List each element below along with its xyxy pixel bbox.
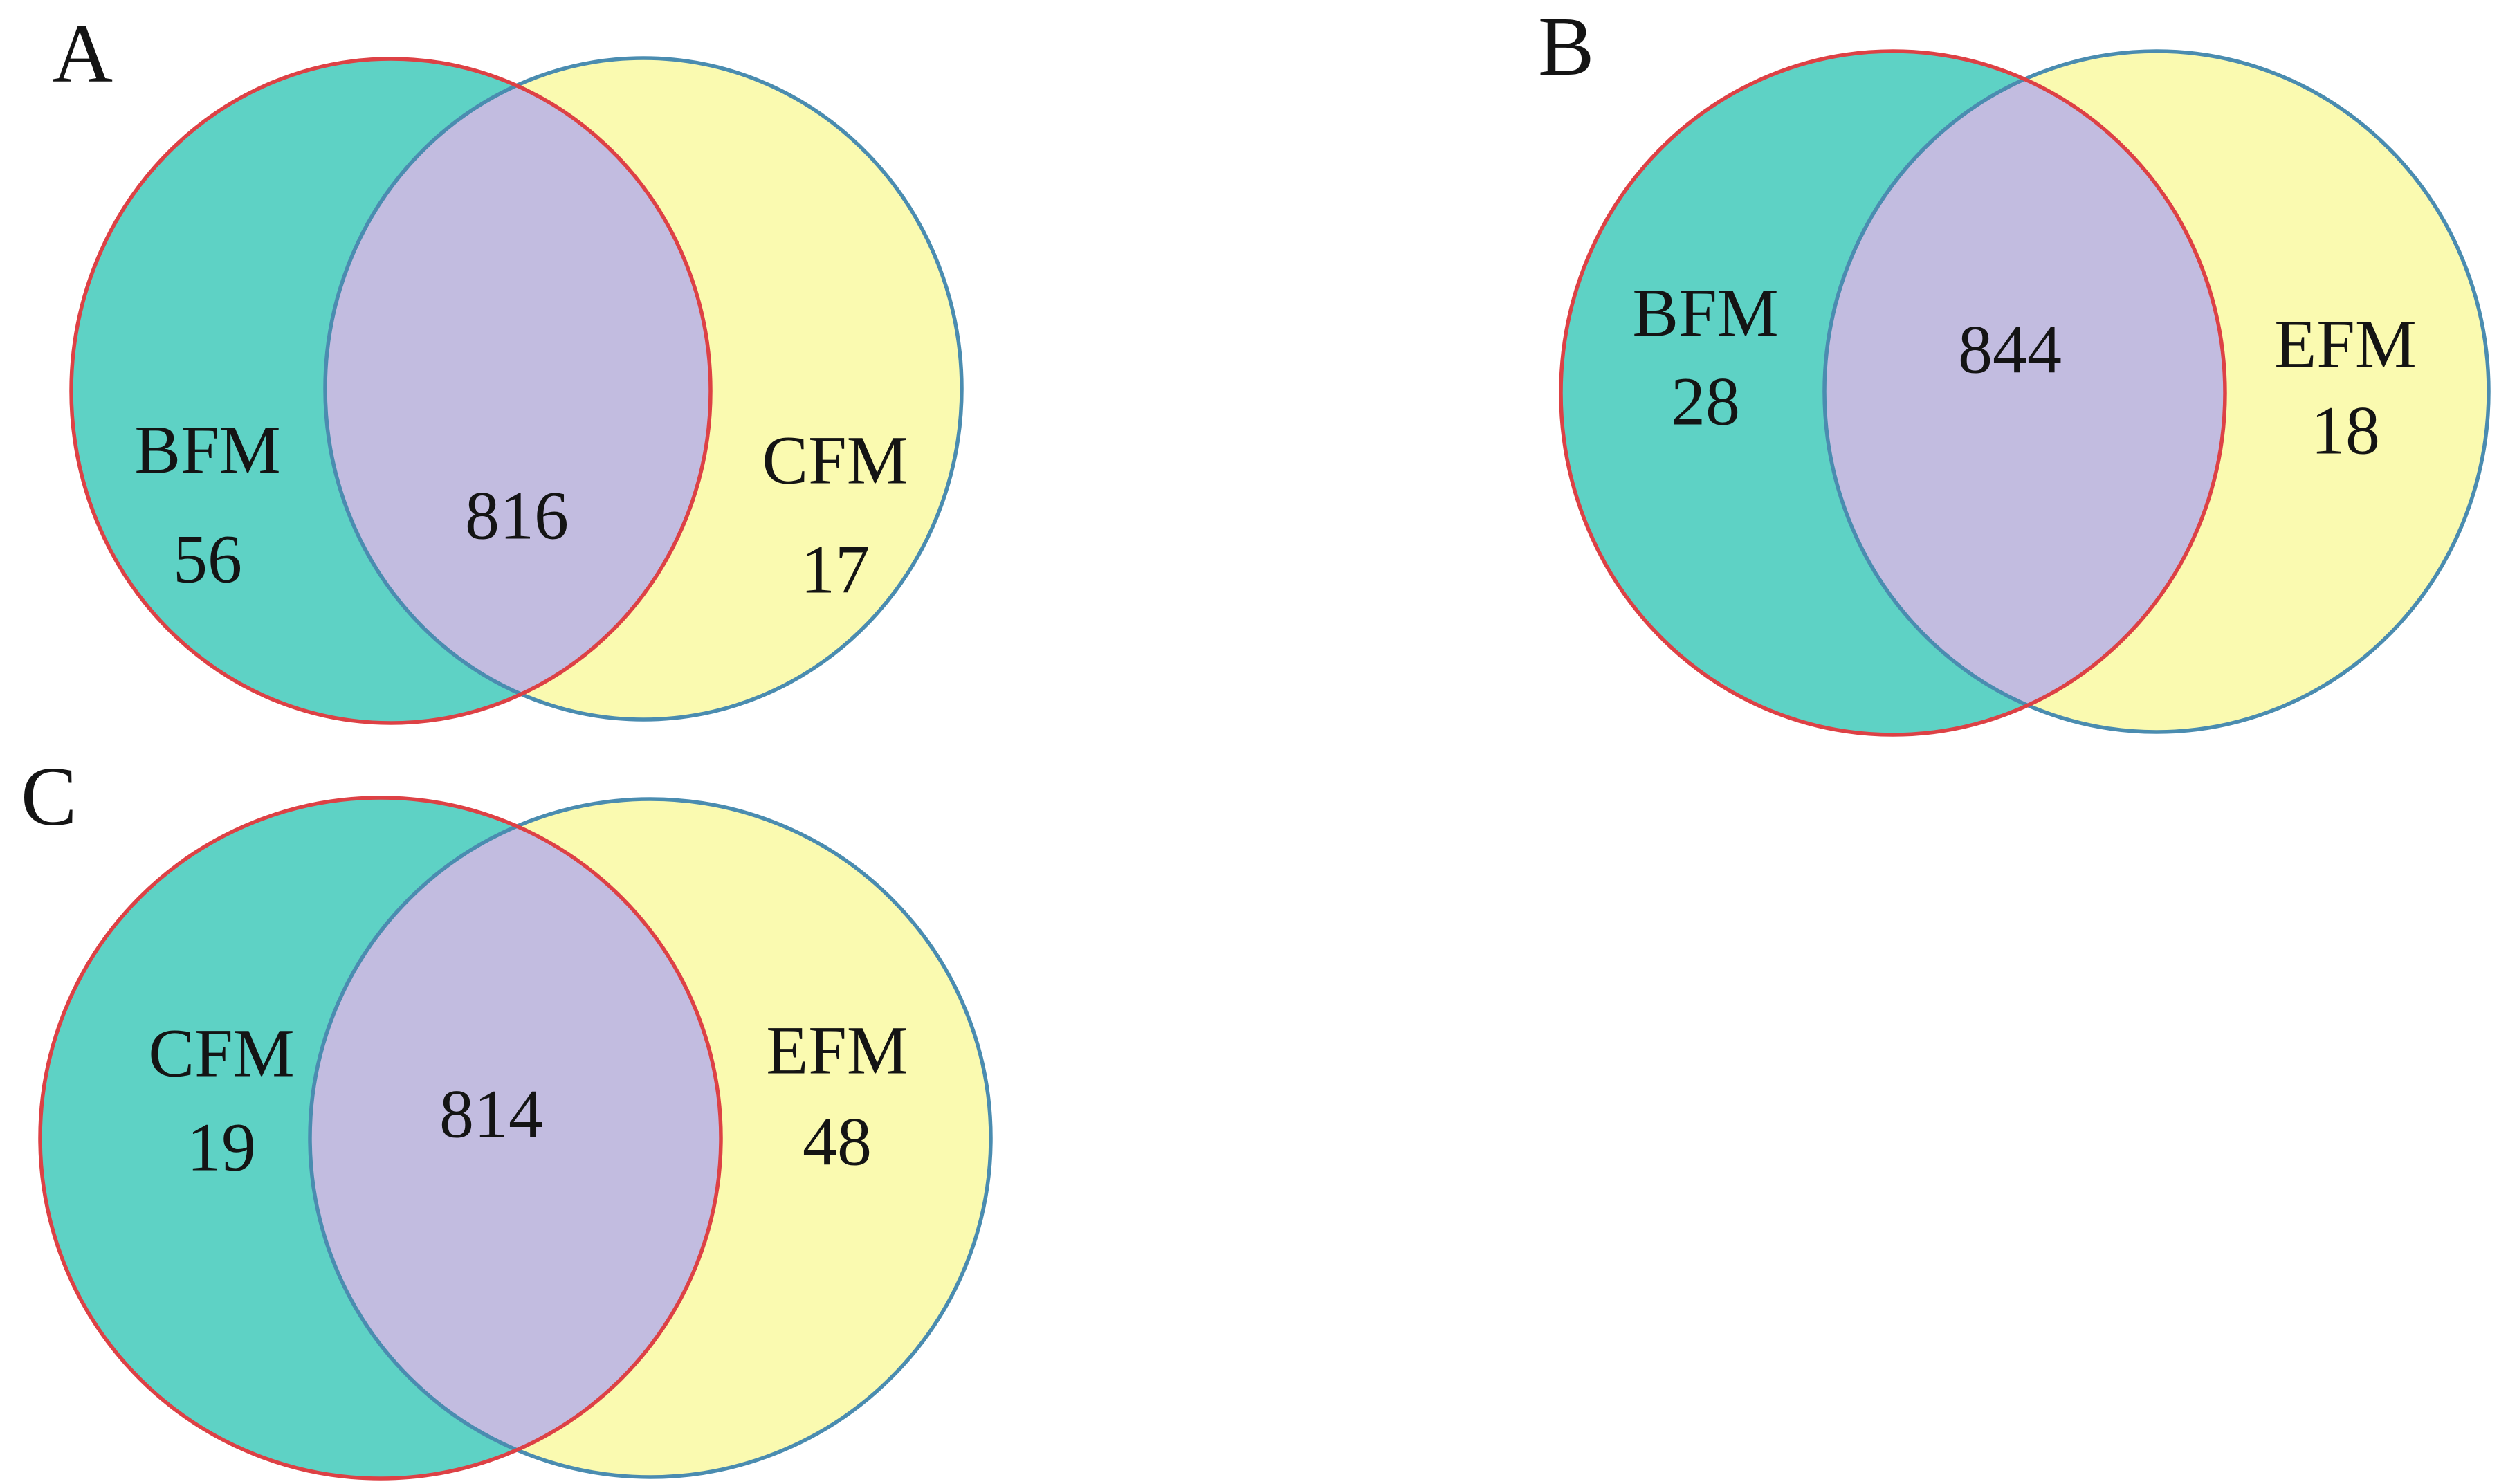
panel-b-overlap-count: 844 <box>1958 311 2062 388</box>
panel-c-right-set-count: 48 <box>803 1103 872 1180</box>
panel-b-right-outline <box>1822 49 2491 734</box>
panel-c-letter: C <box>21 750 77 843</box>
panel-a-letter: A <box>52 7 113 100</box>
panel-a-left-set-label: BFM <box>134 412 280 488</box>
panel-a: A BFM 56 816 CFM 17 <box>52 7 964 725</box>
panel-b-right-set-label: EFM <box>2274 306 2417 383</box>
panel-a-overlap-count: 816 <box>465 477 569 554</box>
panel-a-left-set-count: 56 <box>173 521 242 598</box>
panel-b-left-set-count: 28 <box>1671 363 1740 440</box>
panel-a-right-set-label: CFM <box>762 422 908 499</box>
panel-a-right-outline <box>323 56 964 722</box>
panel-b-right-set-count: 18 <box>2311 392 2380 469</box>
panel-c-left-outline <box>38 796 723 1481</box>
panel-c-right-outline <box>308 797 993 1479</box>
panel-c-overlap-count: 814 <box>439 1076 543 1153</box>
panel-b-left-outline <box>1559 49 2227 737</box>
panel-b-overlap-region <box>1824 51 2225 732</box>
panel-a-left-outline <box>69 57 713 725</box>
panel-b-left-set-label: BFM <box>1632 275 1778 351</box>
panel-c-overlap-region <box>310 799 721 1477</box>
panel-b: B BFM 28 844 EFM 18 <box>1538 0 2491 737</box>
panel-c-left-set-count: 19 <box>187 1109 256 1186</box>
panel-c: C CFM 19 814 EFM 48 <box>21 750 993 1481</box>
panel-c-right-set-label: EFM <box>766 1012 908 1089</box>
panel-a-right-set-count: 17 <box>800 531 870 608</box>
panel-a-overlap-region <box>325 59 711 720</box>
panel-b-letter: B <box>1538 0 1594 93</box>
panel-c-left-set-label: CFM <box>148 1015 294 1092</box>
